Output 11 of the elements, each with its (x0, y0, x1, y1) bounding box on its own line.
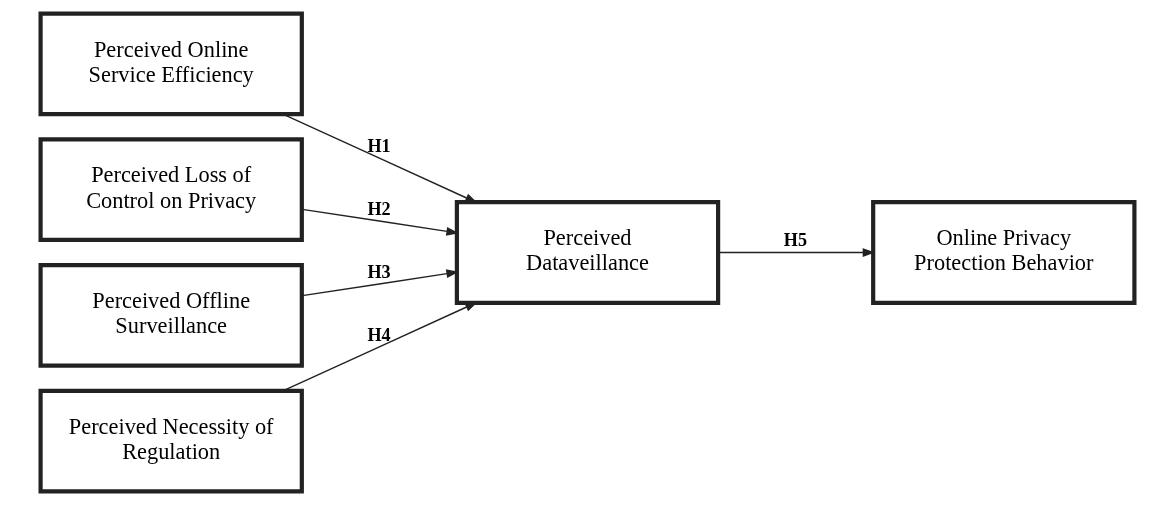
node-box: Perceived Dataveillance (454, 200, 721, 305)
node-box: Perceived Offline Surveillance (38, 262, 304, 368)
edge-label: H4 (367, 325, 391, 346)
edge-label: H1 (367, 136, 391, 157)
node-box: Perceived Loss of Control on Privacy (38, 137, 304, 243)
node-box: Perceived Online Service Efficiency (38, 11, 304, 117)
edge-label: H5 (783, 230, 807, 251)
edge-label: H2 (367, 199, 391, 220)
edge-label: H3 (367, 262, 391, 283)
node-box: Online Privacy Protection Behavior (871, 200, 1137, 305)
node-box: Perceived Necessity of Regulation (38, 388, 304, 494)
